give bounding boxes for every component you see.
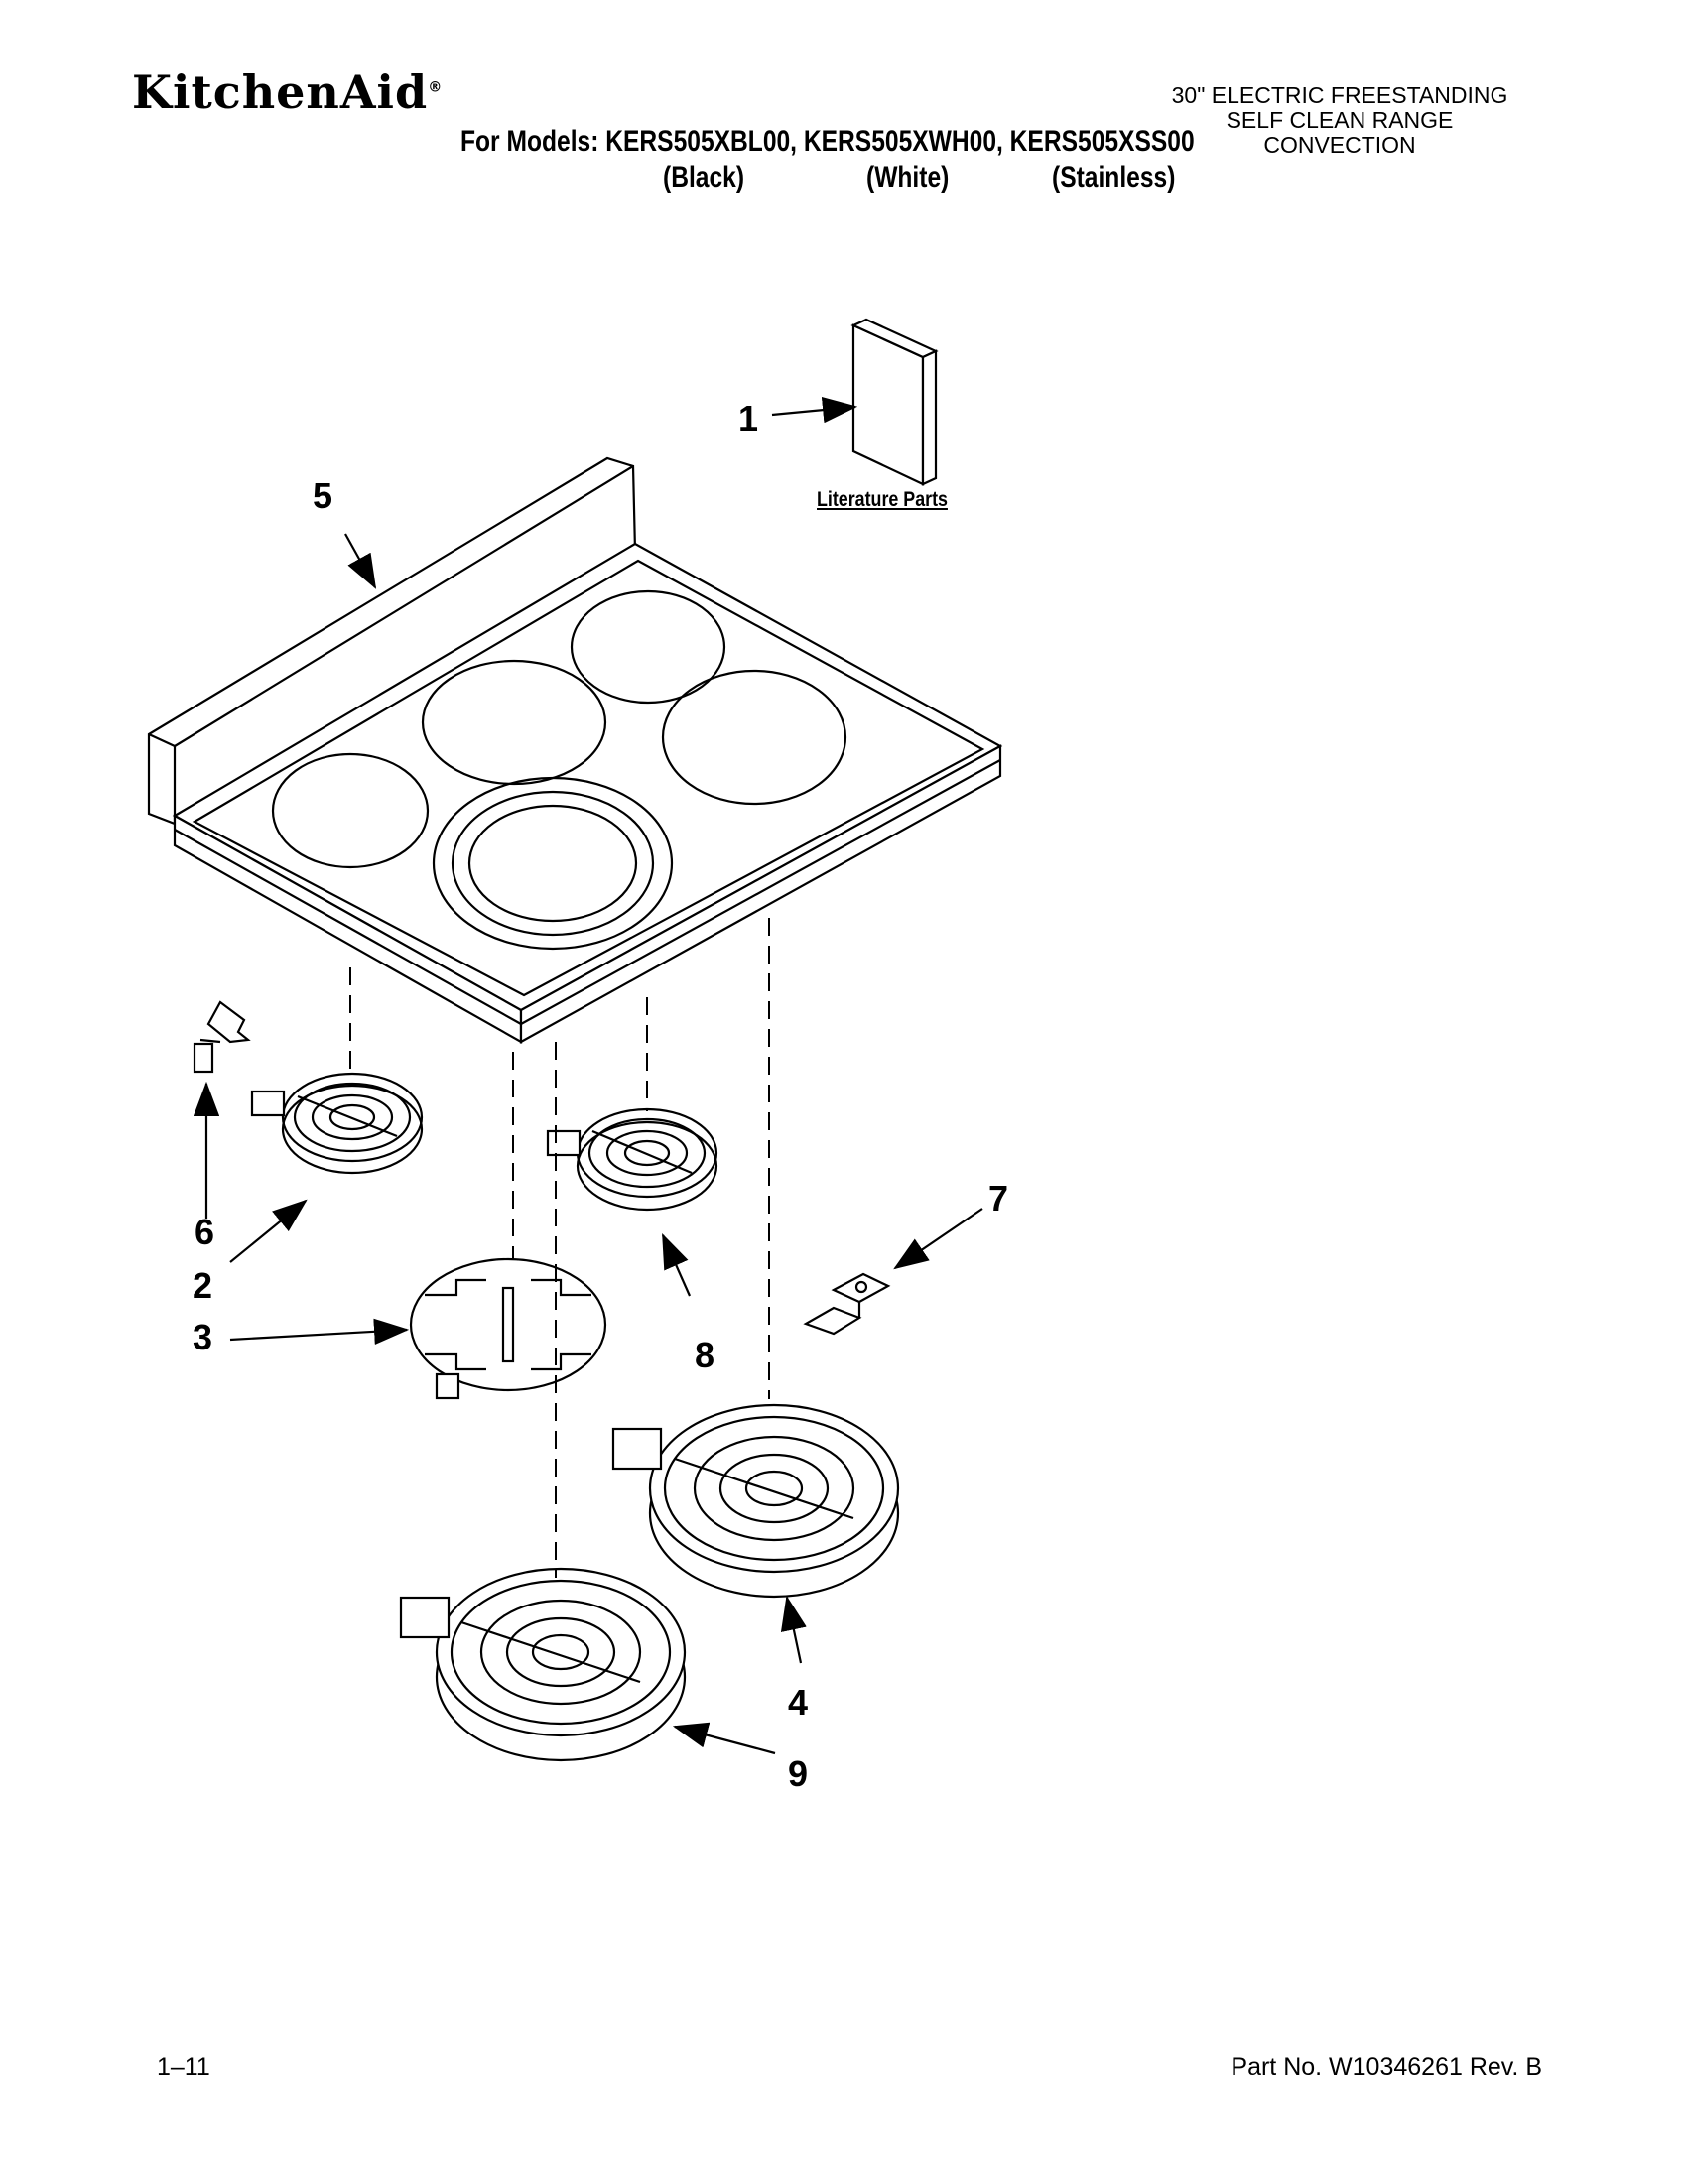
callout-6: 6 <box>195 1212 214 1252</box>
callout-1: 1 <box>738 398 758 439</box>
insulation-pad <box>409 1257 607 1400</box>
callout-3: 3 <box>193 1317 212 1357</box>
cooktop-glass <box>147 456 1003 1044</box>
product-line-3: CONVECTION <box>1263 132 1416 158</box>
medium-surface-element <box>546 1107 718 1212</box>
models-line: For Models: KERS505XBL00, KERS505XWH00, … <box>460 125 1195 158</box>
clip-part <box>193 1000 251 1074</box>
literature-parts-label: Literature Parts <box>817 488 948 511</box>
product-description: 30" ELECTRIC FREESTANDING SELF CLEAN RAN… <box>1106 83 1573 158</box>
color-stainless: (Stainless) <box>1052 161 1176 193</box>
callout-2: 2 <box>193 1265 212 1306</box>
large-surface-element <box>611 1403 900 1599</box>
small-surface-element <box>250 1072 424 1175</box>
callout-4: 4 <box>788 1682 808 1723</box>
callout-5: 5 <box>313 475 332 516</box>
part-number: Part No. W10346261 Rev. B <box>1231 2053 1542 2081</box>
registered-mark: ® <box>428 79 444 96</box>
callout-8: 8 <box>695 1335 714 1375</box>
brand-logo: KitchenAid® <box>132 65 443 119</box>
callout-9: 9 <box>788 1753 808 1794</box>
bracket-part <box>803 1272 891 1336</box>
brand-name: KitchenAid <box>132 65 429 119</box>
color-black: (Black) <box>663 161 745 193</box>
callout-7: 7 <box>988 1178 1008 1219</box>
dual-surface-element <box>399 1567 687 1762</box>
literature-booklet <box>850 318 939 486</box>
product-line-1: 30" ELECTRIC FREESTANDING <box>1171 82 1508 108</box>
color-white: (White) <box>866 161 950 193</box>
page-number: 1–11 <box>157 2053 210 2081</box>
product-line-2: SELF CLEAN RANGE <box>1226 107 1454 133</box>
